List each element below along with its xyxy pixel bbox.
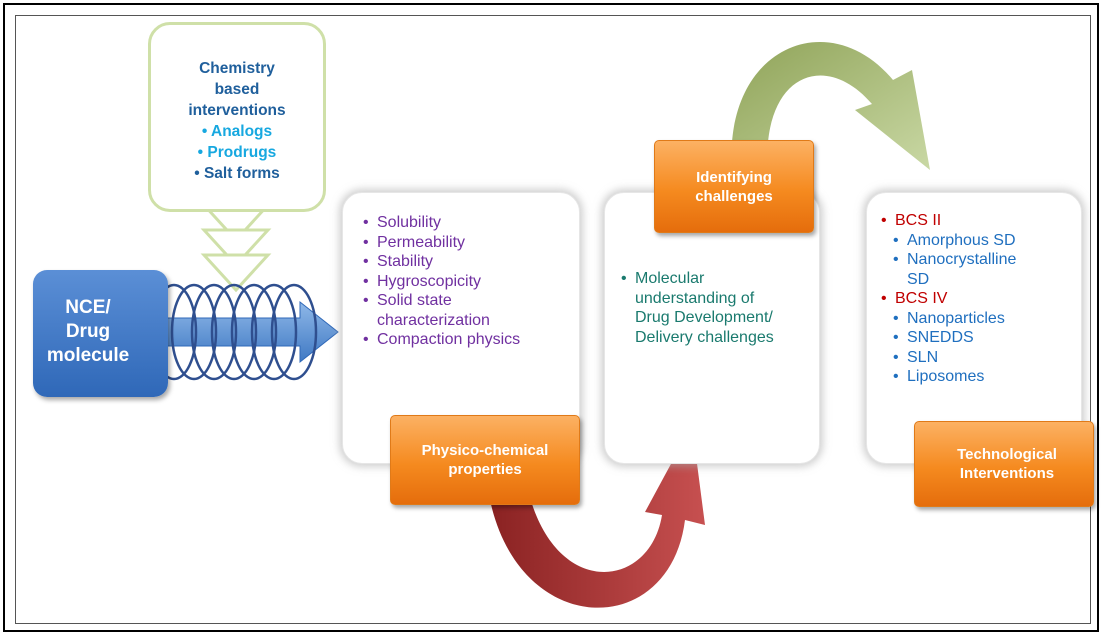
challenges-list: Molecular understanding of Drug Developm… (615, 269, 807, 347)
physico-item: Solid state characterization (357, 291, 569, 330)
bcs-group-title: BCS II (875, 211, 1071, 231)
technological-item: Nanoparticles (887, 309, 1071, 329)
chemistry-interventions-box: Chemistry based interventions Analogs Pr… (148, 22, 326, 212)
chemistry-item: Salt forms (151, 163, 323, 184)
physico-item: Solubility (357, 213, 569, 233)
challenges-item: Molecular understanding of Drug Developm… (615, 269, 807, 347)
technological-interventions-label: Technological Interventions (914, 421, 1094, 507)
technological-item: Liposomes (887, 367, 1071, 387)
nce-label: NCE/ Drug molecule (46, 297, 130, 366)
curved-arrow-green (732, 41, 930, 170)
physico-item: Compaction physics (357, 330, 569, 350)
physico-item: Stability (357, 252, 569, 272)
chemistry-item: Prodrugs (151, 142, 323, 163)
identifying-challenges-label: Identifying challenges (654, 140, 814, 233)
chemistry-title: Chemistry based interventions (188, 60, 286, 119)
technological-item: Amorphous SD (887, 231, 1071, 251)
physico-item: Permeability (357, 233, 569, 253)
bcs-group-title: BCS IV (875, 289, 1071, 309)
challenges-card: Molecular understanding of Drug Developm… (604, 192, 820, 464)
diagram-inner-frame (15, 15, 1091, 624)
physico-list: Solubility Permeability Stability Hygros… (357, 213, 569, 350)
chemistry-list: Analogs Prodrugs Salt forms (151, 121, 323, 184)
curved-arrow-red (490, 425, 705, 608)
nce-drug-molecule-box (33, 270, 168, 397)
chemistry-item: Analogs (151, 121, 323, 142)
technological-item: SLN (887, 348, 1071, 368)
chevron-stack-arrow (200, 203, 272, 293)
technological-item: SNEDDS (887, 328, 1071, 348)
technological-card: BCS II Amorphous SD Nanocrystalline SD B… (866, 192, 1082, 464)
physico-chemical-label: Physico-chemical properties (390, 415, 580, 505)
physico-item: Hygroscopicity (357, 272, 569, 292)
blue-shaft-arrow (149, 300, 339, 364)
technological-list: BCS II Amorphous SD Nanocrystalline SD B… (875, 211, 1071, 387)
technological-item: Nanocrystalline SD (887, 250, 1027, 289)
